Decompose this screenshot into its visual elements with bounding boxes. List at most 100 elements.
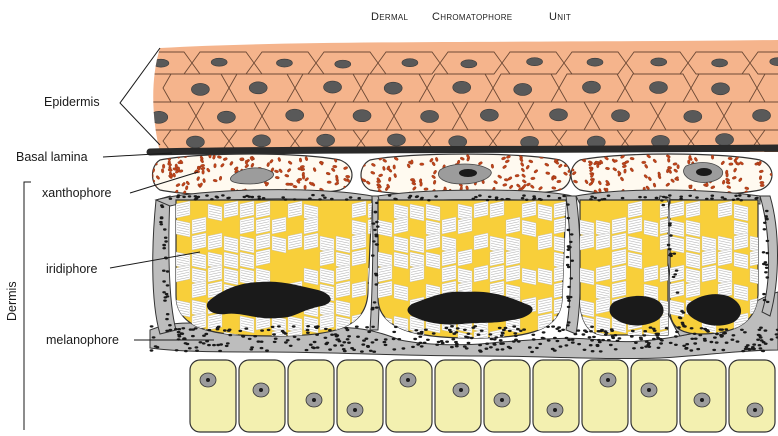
melanosome xyxy=(260,347,264,349)
melanosome xyxy=(522,328,526,330)
melanosome xyxy=(464,336,468,338)
melanosome xyxy=(683,325,687,327)
iridophore-platelet-stack xyxy=(596,265,610,282)
melanosome xyxy=(373,301,377,303)
melanosome xyxy=(162,247,166,249)
melanosome xyxy=(512,325,516,327)
melanosome xyxy=(652,338,656,340)
melanosome xyxy=(289,345,293,347)
iridophore-platelet-stack xyxy=(240,268,254,285)
melanosome xyxy=(567,321,571,323)
melanosome xyxy=(330,198,334,200)
melanosome xyxy=(522,194,526,196)
melanosome xyxy=(392,348,396,350)
melanosome xyxy=(165,318,169,320)
melanosome xyxy=(590,339,594,341)
melanosome xyxy=(690,338,694,340)
melanosome xyxy=(763,228,767,230)
melanosome xyxy=(703,339,707,341)
melanosome xyxy=(177,334,181,336)
melanosome xyxy=(589,330,593,332)
iridophore-platelet-stack xyxy=(442,249,456,266)
melanosome xyxy=(455,343,459,345)
melanosome xyxy=(306,329,310,331)
melanosome xyxy=(567,300,571,302)
melanosome xyxy=(696,348,700,350)
melanosome xyxy=(766,276,770,278)
iridophore-platelet-stack xyxy=(394,236,408,253)
iridophore-platelet-stack xyxy=(288,201,302,218)
melanosome xyxy=(347,335,351,337)
melanosome xyxy=(159,221,163,223)
xanthophore-granule xyxy=(677,164,680,168)
epidermal-nucleus xyxy=(286,109,304,121)
melanosome xyxy=(678,316,682,318)
melanosome xyxy=(371,326,375,328)
melanosome xyxy=(501,348,505,350)
melanosome xyxy=(360,350,364,352)
melanosome xyxy=(455,345,459,347)
melanosome xyxy=(176,196,180,198)
melanosome xyxy=(525,199,529,201)
melanosome xyxy=(150,325,154,327)
melanosome xyxy=(204,333,208,335)
xanthophore-granule xyxy=(352,180,357,184)
melanosome xyxy=(720,328,724,330)
melanosome xyxy=(463,329,467,331)
melanosome xyxy=(590,196,594,198)
melanosome xyxy=(346,338,350,340)
melanosome xyxy=(195,197,199,199)
melanosome xyxy=(535,347,539,349)
epidermal-nucleus xyxy=(317,134,335,146)
melanosome xyxy=(655,197,659,199)
melanosome xyxy=(162,270,166,272)
xanthophore-granule xyxy=(760,184,765,187)
melanosome xyxy=(374,273,378,275)
iridophore-platelet-stack xyxy=(522,268,536,285)
iridophore-platelet-stack xyxy=(490,265,504,282)
melanosome xyxy=(676,291,680,293)
melanosome xyxy=(480,330,484,332)
iridophore-platelet-stack xyxy=(750,268,764,285)
iridophore-platelet-stack xyxy=(394,217,408,234)
melanosome xyxy=(286,339,290,341)
melanosome xyxy=(618,337,622,339)
xanthophore-granule xyxy=(359,186,364,189)
melanosome xyxy=(174,328,178,330)
melanosome xyxy=(508,347,512,349)
melanosome xyxy=(248,338,252,340)
melanosome xyxy=(588,336,592,338)
iridophore-platelet-stack xyxy=(596,297,610,314)
melanosome xyxy=(677,326,681,328)
melanosome xyxy=(765,267,769,269)
melanosome xyxy=(150,349,154,351)
melanosome xyxy=(402,347,406,349)
iridophore-platelet-stack xyxy=(426,252,440,269)
melanosome xyxy=(553,337,557,339)
melanosome xyxy=(450,325,454,327)
melanosome xyxy=(308,197,312,199)
melanosome xyxy=(539,199,543,201)
melanosome xyxy=(340,344,344,346)
melanosome xyxy=(766,252,770,254)
melanosome xyxy=(764,271,768,273)
melanosome xyxy=(372,351,376,353)
dermal-nucleolus xyxy=(353,408,357,412)
melanosome xyxy=(243,196,247,198)
melanosome xyxy=(521,197,525,199)
iridophore-platelet-stack xyxy=(490,249,504,266)
label-xanthophore: xanthophore xyxy=(42,186,112,200)
melanosome xyxy=(762,263,766,265)
melanosome xyxy=(454,341,458,343)
melanosome xyxy=(589,198,593,200)
melanosome xyxy=(392,331,396,333)
melanosome xyxy=(371,341,375,343)
epidermis-layer xyxy=(130,30,778,160)
melanosome xyxy=(674,335,678,337)
xanthophore-granule xyxy=(376,180,381,183)
iridophore-platelet-stack xyxy=(410,204,424,221)
xanthophore-granule xyxy=(773,191,776,195)
melanosome xyxy=(700,327,704,329)
xanthophore-granule xyxy=(214,163,217,168)
